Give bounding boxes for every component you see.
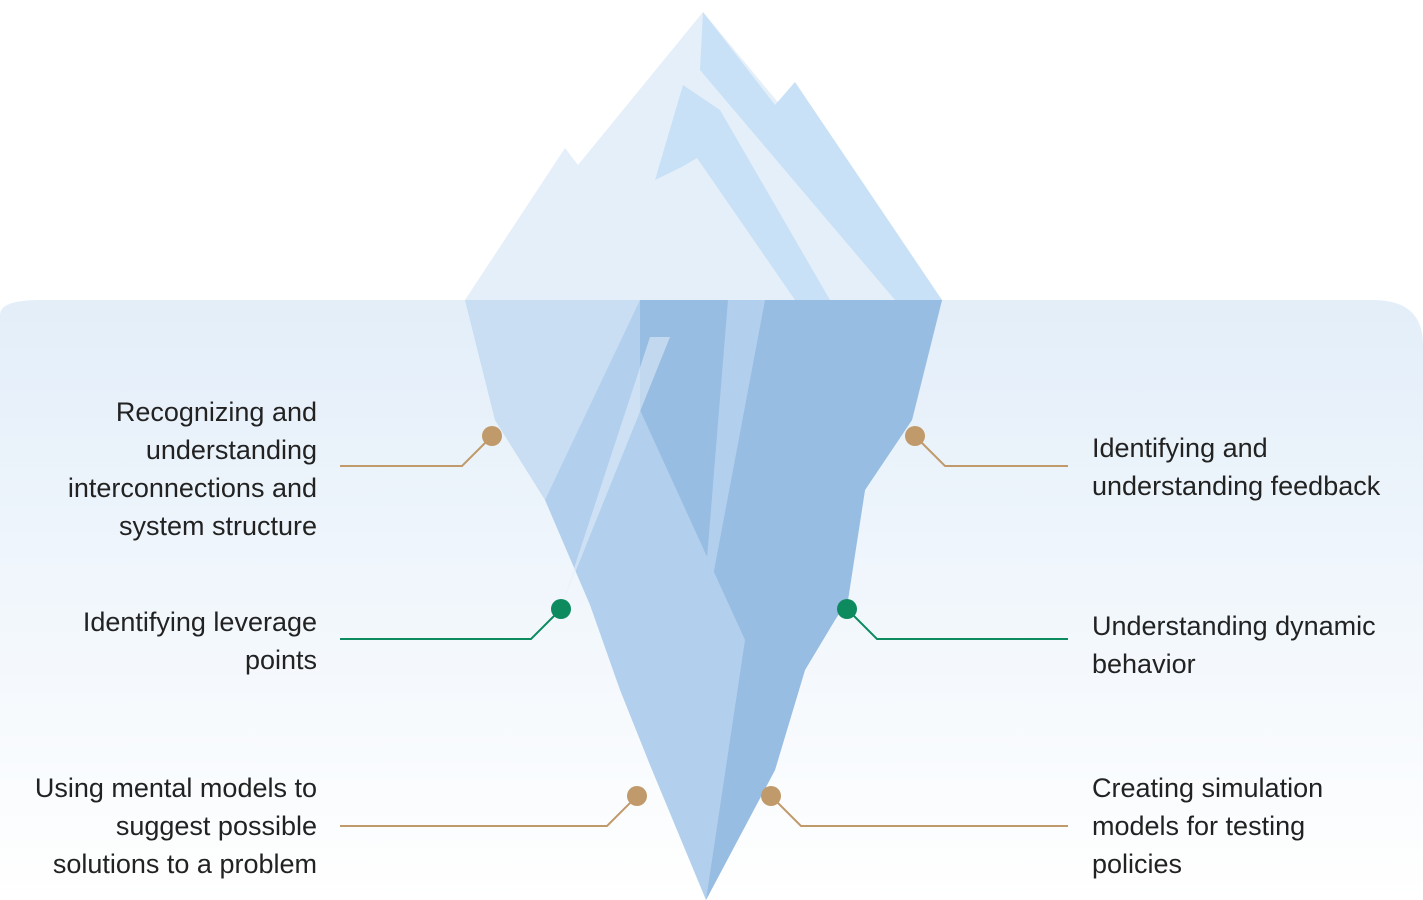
label-mental-models: Using mental models to suggest possible … xyxy=(34,773,317,879)
iceberg-top xyxy=(465,12,942,300)
ice-under-sliver xyxy=(562,337,670,605)
connector-feedback-dot xyxy=(905,426,925,446)
ice-top-facet-front xyxy=(640,158,795,300)
connectors xyxy=(340,426,1068,827)
connector-interconnections-line xyxy=(340,435,493,467)
connector-simulation-line xyxy=(770,795,1068,827)
label-simulation-models: Creating simulation models for testing p… xyxy=(1092,773,1324,879)
ice-top-facet-mid xyxy=(655,85,830,300)
ice-top-facet-right xyxy=(700,12,942,300)
ice-under-shade xyxy=(640,300,942,900)
ice-under-streak xyxy=(700,300,765,645)
label-interconnections: Recognizing and understanding interconne… xyxy=(67,397,317,541)
connector-interconnections-dot xyxy=(482,426,502,446)
connector-leverage-dot xyxy=(551,599,571,619)
connector-dynamic-dot xyxy=(837,599,857,619)
connector-feedback-line xyxy=(914,435,1068,467)
connector-mental-models-dot xyxy=(627,786,647,806)
connector-leverage-line xyxy=(340,608,562,640)
label-feedback: Identifying and understanding feedback xyxy=(1092,433,1381,501)
iceberg-bottom xyxy=(465,300,942,900)
connector-simulation-dot xyxy=(761,786,781,806)
label-dynamic-behavior: Understanding dynamic behavior xyxy=(1092,611,1376,679)
connector-mental-models-line xyxy=(340,795,638,827)
connector-dynamic-line xyxy=(846,608,1068,640)
ice-under-left-facet xyxy=(465,300,640,500)
label-leverage-points: Identifying leverage points xyxy=(82,607,317,675)
